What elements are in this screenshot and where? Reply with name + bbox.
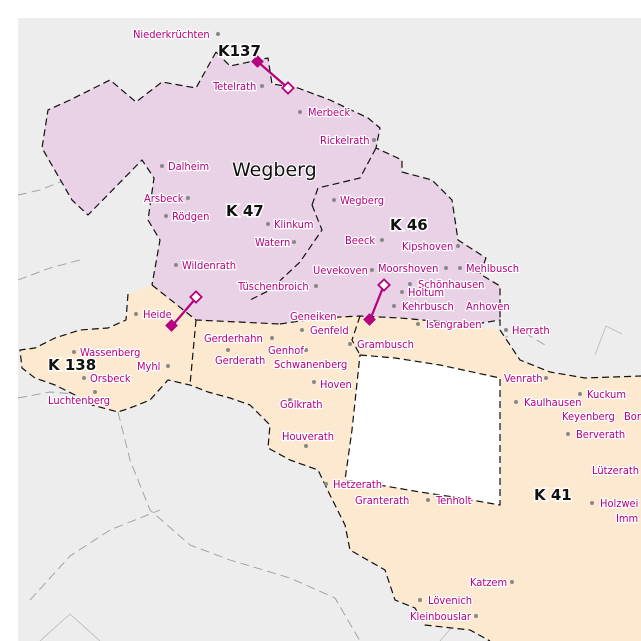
map-frame-left xyxy=(0,0,18,641)
place-label[interactable]: Luchtenberg xyxy=(47,393,112,409)
place-dots xyxy=(72,32,594,618)
district-label-k41[interactable]: K 41 xyxy=(533,485,574,506)
place-label[interactable]: Golkrath xyxy=(279,397,324,413)
place-label[interactable]: Genfeld xyxy=(309,323,350,339)
place-label[interactable]: Hetzerath xyxy=(332,477,384,493)
place-label[interactable]: Myhl xyxy=(136,359,162,375)
place-label[interactable]: Holtum xyxy=(407,285,446,301)
road-marker-k137[interactable] xyxy=(251,55,295,95)
map-frame-top xyxy=(0,0,641,18)
place-label[interactable]: Genhof xyxy=(267,343,306,359)
place-label[interactable]: Imm xyxy=(615,511,640,527)
place-label[interactable]: Beeck xyxy=(344,233,377,249)
place-label[interactable]: Wildenrath xyxy=(181,258,238,274)
place-label[interactable]: Tüschenbroich xyxy=(236,279,310,295)
place-label[interactable]: Moorshoven xyxy=(377,261,440,277)
place-label[interactable]: Kehrbusch xyxy=(401,299,455,315)
place-label[interactable]: Granterath xyxy=(354,493,411,509)
place-label[interactable]: Niederkrüchten xyxy=(132,27,211,43)
place-label[interactable]: Kleinbouslar xyxy=(409,609,474,625)
place-label[interactable]: Tenholt xyxy=(434,493,473,509)
place-label[interactable]: Geneiken xyxy=(289,309,338,325)
place-labels: Niederkrüchten Tetelrath Merbeck Rickelr… xyxy=(47,27,641,625)
district-labels: K137 K 47 K 46 K 138 K 41 xyxy=(47,41,574,506)
place-label[interactable]: Dalheim xyxy=(167,159,211,175)
district-label-k137[interactable]: K137 xyxy=(217,41,263,62)
place-label[interactable]: Wegberg xyxy=(339,193,386,209)
place-label[interactable]: Mehlbusch xyxy=(465,261,521,277)
place-label[interactable]: Rödgen xyxy=(171,209,211,225)
place-label[interactable]: Wassenberg xyxy=(79,345,142,361)
place-label[interactable]: Herrath xyxy=(511,323,551,339)
district-label-k47[interactable]: K 47 xyxy=(225,201,266,222)
town-label-wegberg[interactable]: Wegberg xyxy=(231,158,318,182)
place-label[interactable]: Anhoven xyxy=(465,299,511,315)
place-label[interactable]: Venrath xyxy=(503,371,544,387)
place-label[interactable]: Schönhausen xyxy=(417,277,486,293)
place-label[interactable]: Klinkum xyxy=(273,217,315,233)
place-label[interactable]: Grambusch xyxy=(356,337,415,353)
region-wegberg xyxy=(42,52,500,324)
place-label[interactable]: Uevekoven xyxy=(312,263,370,279)
place-label[interactable]: Kaulhausen xyxy=(523,395,583,411)
place-label[interactable]: Orsbeck xyxy=(89,371,132,387)
place-label[interactable]: Gerderath xyxy=(214,353,267,369)
place-label[interactable]: Merbeck xyxy=(307,105,352,121)
place-label[interactable]: Berverath xyxy=(575,427,627,443)
road-marker-k47[interactable] xyxy=(165,290,203,332)
place-label[interactable]: Tetelrath xyxy=(211,79,258,95)
road-marker-k46[interactable] xyxy=(363,278,391,326)
place-label[interactable]: Bor xyxy=(623,409,641,425)
region-exclusion xyxy=(344,354,501,506)
place-label[interactable]: Heide xyxy=(142,307,173,323)
district-label-k138[interactable]: K 138 xyxy=(47,355,98,376)
place-label[interactable]: Lützerath xyxy=(591,463,641,479)
place-label[interactable]: Schwanenberg xyxy=(273,357,349,373)
place-label[interactable]: Watern xyxy=(254,235,292,251)
place-label[interactable]: Lövenich xyxy=(427,593,474,609)
place-label[interactable]: Rickelrath xyxy=(319,133,371,149)
place-label[interactable]: Kuckum xyxy=(586,387,628,403)
place-label[interactable]: Katzem xyxy=(469,575,509,591)
place-label[interactable]: Gerderhahn xyxy=(203,331,264,347)
place-label[interactable]: Keyenberg xyxy=(561,409,616,425)
place-label[interactable]: Holzwei xyxy=(599,496,640,512)
place-label[interactable]: Houverath xyxy=(281,429,336,445)
place-label[interactable]: Arsbeck xyxy=(143,191,185,207)
region-outer-districts xyxy=(20,285,641,641)
district-label-k46[interactable]: K 46 xyxy=(389,215,430,236)
place-label[interactable]: Kipshoven xyxy=(401,239,455,255)
district-boundaries xyxy=(19,51,641,641)
place-label[interactable]: Hoven xyxy=(319,377,353,393)
place-label[interactable]: Isengraben xyxy=(425,317,483,333)
